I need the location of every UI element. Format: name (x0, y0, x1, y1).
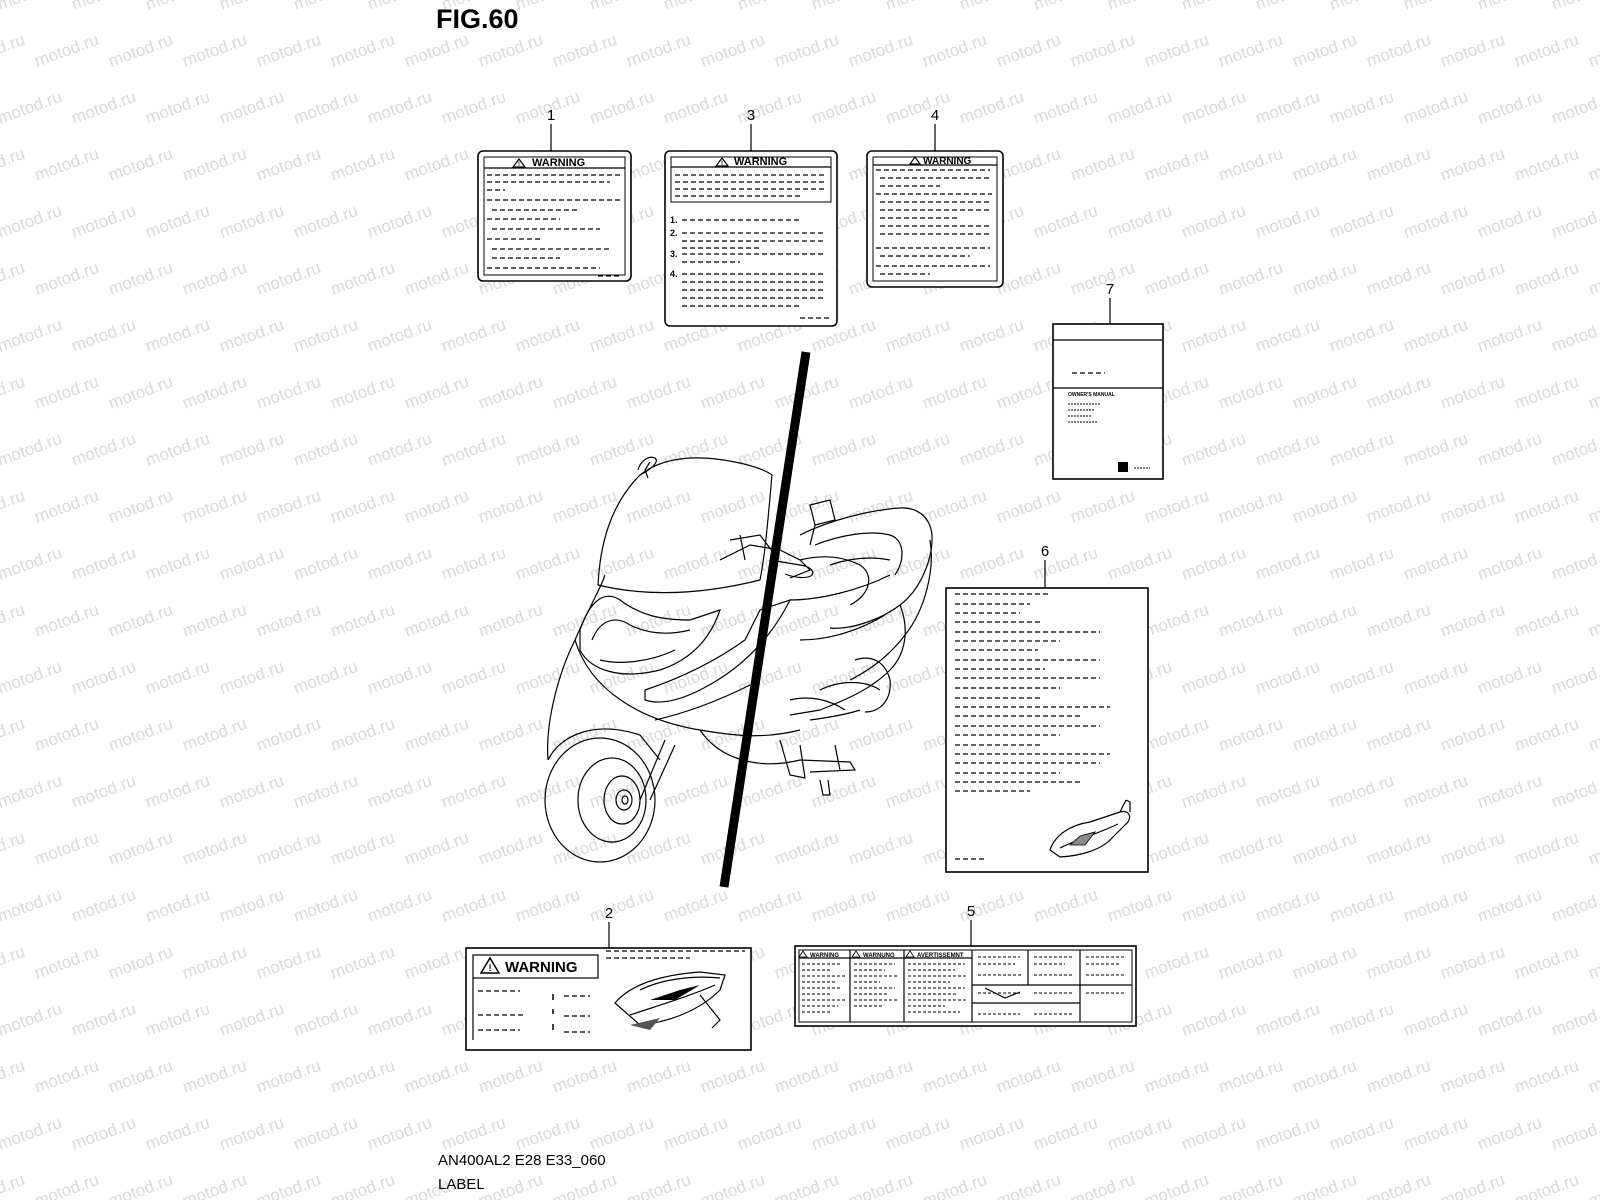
figure-title: FIG.60 (436, 4, 519, 34)
warning-icon (798, 950, 808, 958)
callout-6: 6 (1041, 543, 1049, 560)
svg-text:!: ! (518, 162, 520, 168)
svg-text:3.: 3. (670, 249, 678, 259)
scooter-rear-illustration (614, 971, 726, 1030)
label-4[interactable]: 4 WARNING (866, 107, 1004, 288)
label-4-heading: WARNING (923, 156, 972, 167)
callout-3: 3 (747, 107, 755, 124)
label-3[interactable]: 3 ! WARNING 1. 2. 3. 4. (664, 107, 838, 327)
callout-1: 1 (547, 107, 555, 124)
warning-icon: ! (479, 956, 501, 974)
label-5[interactable]: 5 WARNING WARNUNG AVERTISSEMNT (794, 903, 1137, 1027)
label-2-heading: WARNING (505, 959, 578, 976)
label-3-heading: WARNING (734, 156, 787, 168)
callout-4: 4 (931, 107, 939, 124)
label-1-heading: WARNING (532, 157, 585, 169)
label-2[interactable]: 2 ! WARNING (465, 905, 752, 1051)
svg-text:1.: 1. (670, 215, 678, 225)
svg-text:4.: 4. (670, 269, 678, 279)
warning-icon: ! (511, 158, 527, 168)
brand-logo-icon (1118, 462, 1128, 472)
callout-2: 2 (605, 905, 613, 922)
label-1[interactable]: 1 ! WARNING (477, 107, 632, 282)
section-name: LABEL (438, 1176, 485, 1193)
svg-text:!: ! (721, 161, 723, 167)
warning-icon (905, 950, 915, 958)
warning-icon (908, 155, 922, 165)
warning-icon: ! (714, 157, 730, 167)
model-code: AN400AL2 E28 E33_060 (438, 1152, 606, 1169)
label-5-heading-fr: AVERTISSEMNT (917, 953, 964, 959)
callout-5: 5 (967, 903, 975, 920)
label-5-heading-en: WARNING (810, 953, 839, 959)
svg-text:2.: 2. (670, 228, 678, 238)
seat-illustration (1049, 799, 1131, 858)
label-7-owners-manual[interactable]: 7 OWNER'S MANUAL (1052, 281, 1164, 480)
callout-7: 7 (1106, 281, 1114, 298)
section-divider-slash (719, 351, 811, 888)
svg-text:!: ! (489, 963, 492, 973)
label-6[interactable]: 6 (945, 543, 1149, 873)
label-5-heading-de: WARNUNG (863, 953, 895, 959)
owners-manual-text: OWNER'S MANUAL (1068, 392, 1115, 398)
warning-icon (851, 950, 861, 958)
